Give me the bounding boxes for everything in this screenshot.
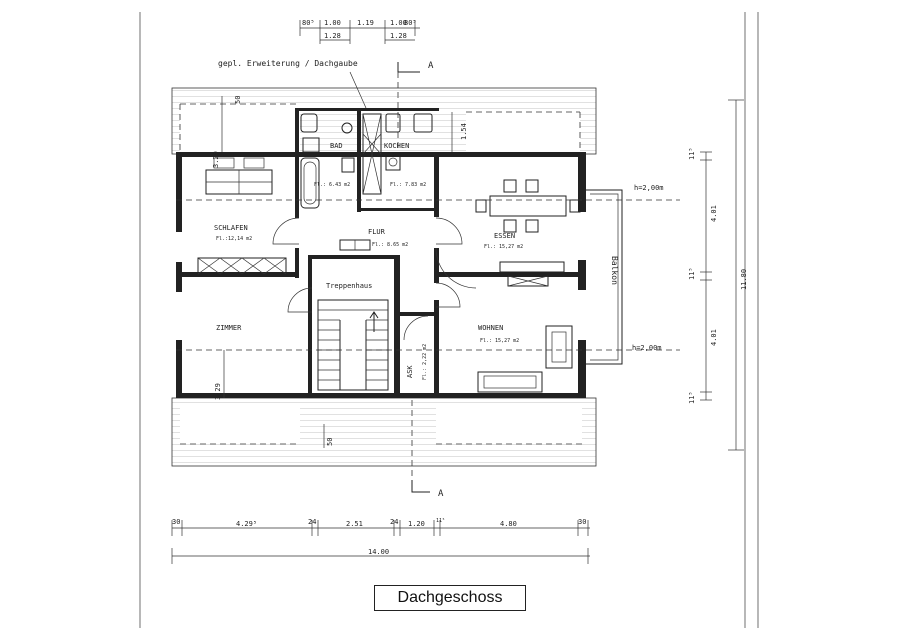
dim-side-329-top: 3.29 — [212, 151, 220, 168]
dim-right-total: 11.80 — [740, 269, 748, 290]
room-name-essen: ESSEN — [494, 232, 515, 240]
dim-bottom-3: 24 — [308, 518, 316, 526]
bathroom-fixtures — [300, 113, 355, 209]
top-dimension-chain: 80⁵ 1.00 1.19 1.00 80⁵ 1.28 1.28 — [299, 19, 420, 44]
bottom-dimension-chain: 30 4.29⁵ 24 2.51 24 1.20 11⁵ 4.80 30 14.… — [171, 518, 590, 564]
dim-bottom-9: 30 — [578, 518, 586, 526]
dim-bottom-7: 11⁵ — [436, 518, 445, 524]
section-marker-bottom — [411, 480, 430, 493]
room-area-kochen: Fl.: 7.83 m2 — [390, 182, 426, 188]
balcony-label: Balkon — [610, 256, 619, 285]
room-area-essen: Fl.: 15,27 m2 — [484, 244, 523, 250]
dim-right-1: 11⁵ — [688, 147, 696, 160]
section-label-top: A — [428, 61, 434, 71]
dim-top-2: 1.00 — [324, 19, 341, 27]
room-name-kochen: KOCHEN — [384, 142, 409, 150]
dim-bottom-6: 1.20 — [408, 520, 425, 528]
height-note-bottom: h=2,00m — [632, 344, 662, 352]
dim-top-5: 80⁵ — [404, 19, 417, 27]
dim-right-4: 4.01 — [710, 329, 718, 346]
room-area-schlafen: Fl.:12,14 m2 — [216, 236, 252, 242]
drawing-title: Dachgeschoss — [374, 585, 526, 611]
dim-right-2: 4.01 — [710, 205, 718, 222]
dim-bottom-5: 24 — [390, 518, 398, 526]
room-labels: BAD Fl.: 6.43 m2 KOCHEN Fl.: 7.83 m2 SCH… — [214, 142, 523, 380]
room-name-wohnen: WOHNEN — [478, 324, 503, 332]
room-name-schlafen: SCHLAFEN — [214, 224, 248, 232]
dim-side-50-bottom: 50 — [326, 438, 334, 446]
room-area-ask: Fl.: 2,22 m2 — [422, 344, 428, 380]
dim-total-width: 14.00 — [368, 548, 389, 556]
room-area-wohnen: Fl.: 15,27 m2 — [480, 338, 519, 344]
dim-bottom-2: 4.29⁵ — [236, 520, 257, 528]
height-note-top: h=2,00m — [634, 184, 664, 192]
dining-table — [475, 179, 581, 233]
dim-bottom-8: 4.80 — [500, 520, 517, 528]
dim-top-7: 1.28 — [390, 32, 407, 40]
staircase — [317, 299, 389, 391]
dim-side-154: 1.54 — [460, 123, 468, 140]
dim-right-3: 11⁵ — [688, 267, 696, 280]
dim-bottom-4: 2.51 — [346, 520, 363, 528]
bedroom-furniture — [197, 157, 287, 275]
section-marker-top — [397, 62, 420, 73]
dim-top-4: 1.00 — [390, 19, 407, 27]
room-name-flur: FLUR — [368, 228, 386, 236]
dim-top-1: 80⁵ — [302, 19, 315, 27]
living-furniture — [477, 261, 573, 393]
dim-side-50: 50 — [234, 96, 242, 104]
room-name-ask: ASK — [406, 365, 414, 378]
dim-right-5: 11⁵ — [688, 391, 696, 404]
dim-side-329-bottom: 3.29 — [214, 383, 222, 400]
room-name-bad: BAD — [330, 142, 343, 150]
room-name-zimmer: ZIMMER — [216, 324, 242, 332]
balcony-outline: Balkon h=2,00m h=2,00m — [586, 184, 664, 365]
room-area-bad: Fl.: 6.43 m2 — [314, 182, 350, 188]
dim-bottom-1: 30 — [172, 518, 180, 526]
room-area-flur: Fl.: 8.65 m2 — [372, 242, 408, 248]
extension-note: gepl. Erweiterung / Dachgaube — [218, 59, 358, 68]
kitchen-fixtures — [385, 113, 433, 171]
section-label-bottom: A — [438, 489, 444, 499]
dim-top-6: 1.28 — [324, 32, 341, 40]
room-name-treppenhaus: Treppenhaus — [326, 282, 372, 290]
right-dimension-chain: 11⁵ 4.01 11⁵ 4.01 11⁵ 11.80 — [688, 99, 748, 451]
dim-top-3: 1.19 — [357, 19, 374, 27]
